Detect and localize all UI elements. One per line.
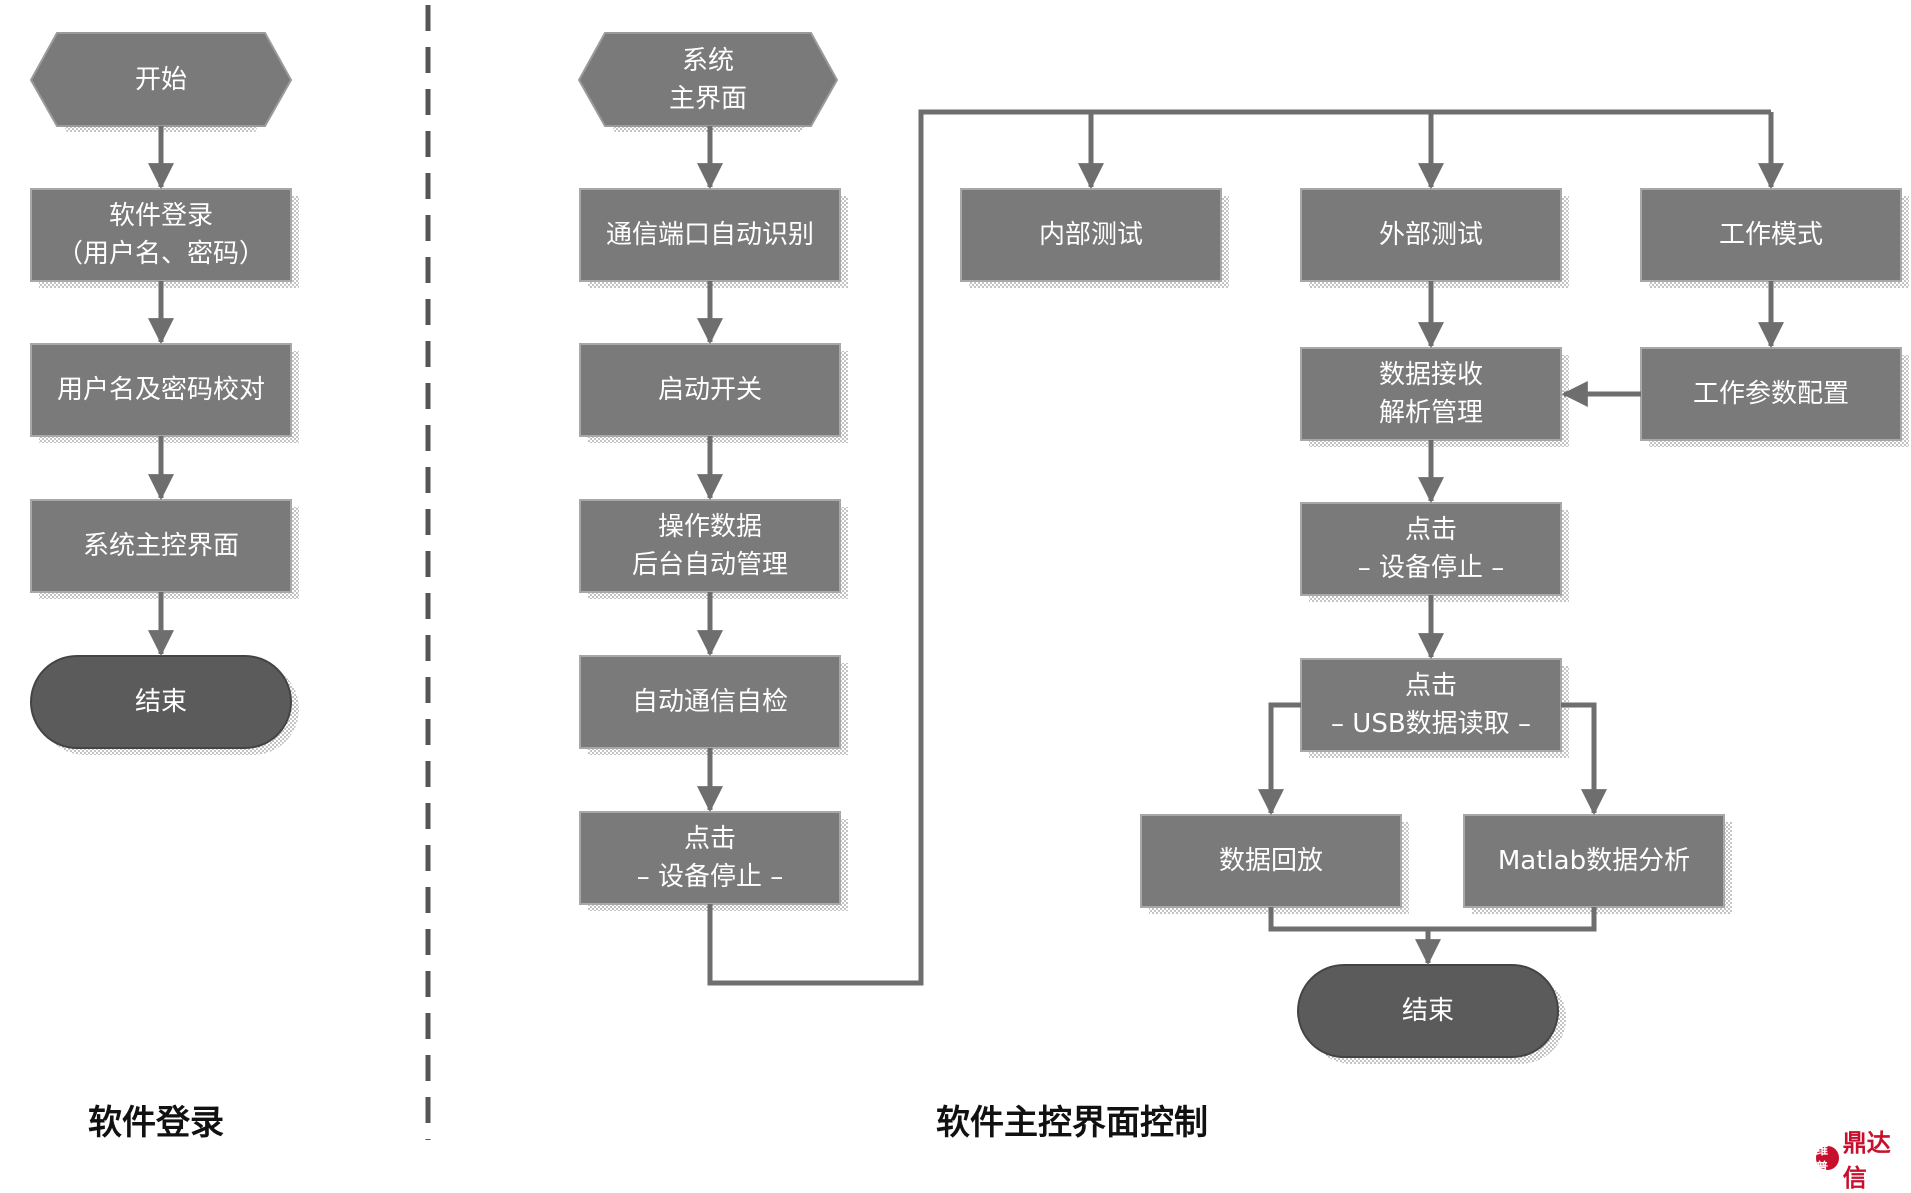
work-mode-label: 工作模式 — [1718, 220, 1823, 250]
data-management-label-line1: 操作数据 — [657, 512, 762, 542]
internal-test-label: 内部测试 — [1038, 220, 1143, 250]
usb-read-label-line2: – USB数据读取 – — [1331, 709, 1531, 739]
login-end-shape — [30, 655, 299, 755]
control-start-label-line1: 系统 — [681, 45, 734, 76]
main-ui-step-label: 系统主控界面 — [82, 531, 239, 561]
data-management-box: 操作数据 后台自动管理 — [580, 500, 840, 592]
data-receive-label-line2: 解析管理 — [1378, 398, 1483, 428]
control-end-shape — [1297, 964, 1566, 1064]
ext-device-stop-box: 点击 – 设备停止 – — [1301, 503, 1561, 595]
login-section-title: 软件登录 — [88, 1103, 224, 1143]
verify-step-box: 用户名及密码校对 — [31, 344, 291, 436]
device-stop-label-line2: – 设备停止 – — [636, 862, 784, 892]
main-ui-step-box: 系统主控界面 — [31, 500, 291, 592]
device-stop-label-line1: 点击 — [683, 824, 736, 854]
start-switch-label: 启动开关 — [657, 375, 762, 405]
external-test-box: 外部测试 — [1301, 189, 1561, 281]
usb-read-box: 点击 – USB数据读取 – — [1301, 659, 1561, 751]
login-start-label: 开始 — [134, 64, 187, 95]
control-box-shapes — [579, 188, 1909, 914]
start-switch-box: 启动开关 — [580, 344, 840, 436]
port-detect-box: 通信端口自动识别 — [580, 189, 840, 281]
control-start-label-line2: 主界面 — [668, 83, 747, 114]
data-management-label-line2: 后台自动管理 — [631, 550, 788, 580]
work-params-box: 工作参数配置 — [1641, 348, 1901, 440]
usb-read-label-line1: 点击 — [1404, 671, 1457, 701]
flowchart-diagram: 开始 软件登录 （用户名、密码） 用户名及密码校对 系统主控界面 结束 系统 主… — [29, 5, 1909, 1192]
login-start-shape — [29, 32, 293, 132]
control-section-title: 软件主控界面控制 — [936, 1103, 1208, 1143]
control-start-shape — [577, 32, 839, 132]
internal-test-box: 内部测试 — [961, 189, 1221, 281]
verify-step-label: 用户名及密码校对 — [56, 375, 265, 405]
login-step-box: 软件登录 （用户名、密码） — [31, 189, 291, 281]
playback-box: 数据回放 — [1141, 815, 1401, 907]
ext-device-stop-label-line2: – 设备停止 – — [1357, 553, 1505, 583]
device-stop-box: 点击 – 设备停止 – — [580, 812, 840, 904]
ext-device-stop-label-line1: 点击 — [1404, 515, 1457, 545]
data-receive-box: 数据接收 解析管理 — [1301, 348, 1561, 440]
self-check-box: 自动通信自检 — [580, 656, 840, 748]
login-end-terminal: 结束 — [31, 656, 291, 748]
control-end-label: 结束 — [1401, 996, 1454, 1026]
matlab-analysis-label: Matlab数据分析 — [1497, 846, 1691, 876]
publisher-logo-text: 鼎达信 — [1842, 1129, 1891, 1192]
login-step-label-line2: （用户名、密码） — [56, 239, 265, 269]
login-start-terminal: 开始 — [31, 33, 291, 126]
data-receive-label-line1: 数据接收 — [1378, 360, 1483, 390]
self-check-label: 自动通信自检 — [631, 687, 788, 717]
work-params-label: 工作参数配置 — [1692, 379, 1849, 409]
publisher-logo-mark: 维普 — [1816, 1143, 1839, 1174]
control-arrows — [697, 109, 1784, 986]
login-step-label-line1: 软件登录 — [108, 201, 213, 231]
diagram-graphics — [29, 5, 1909, 1140]
matlab-analysis-box: Matlab数据分析 — [1464, 815, 1724, 907]
login-end-label: 结束 — [134, 687, 187, 717]
publisher-logo: 维普 鼎达信 — [1816, 1123, 1911, 1193]
control-start-terminal: 系统 主界面 — [579, 33, 837, 126]
port-detect-label: 通信端口自动识别 — [605, 220, 814, 250]
external-test-label: 外部测试 — [1378, 220, 1483, 250]
control-end-terminal: 结束 — [1298, 965, 1558, 1057]
work-mode-box: 工作模式 — [1641, 189, 1901, 281]
playback-label: 数据回放 — [1218, 846, 1323, 876]
